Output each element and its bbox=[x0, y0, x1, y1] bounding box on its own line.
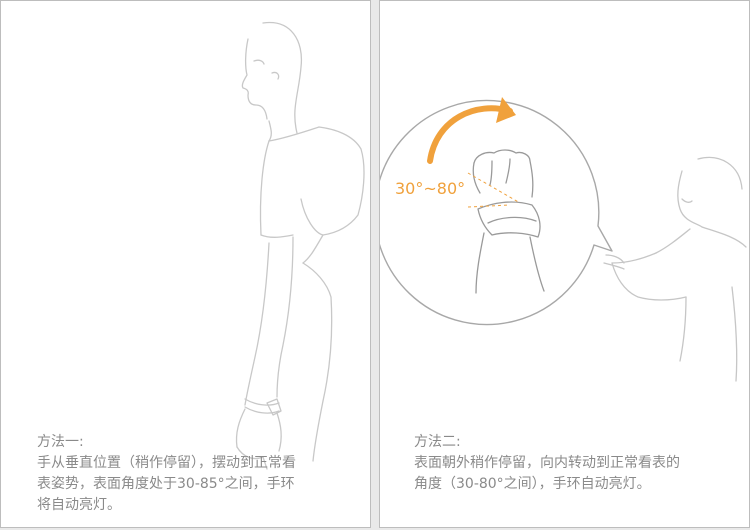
method-one-line-3: 将自动亮灯。 bbox=[37, 497, 121, 513]
angle-guides bbox=[467, 172, 521, 208]
method-one-line-1: 手从垂直位置（稍作停留），摆动到正常看 bbox=[37, 455, 296, 471]
method-two-line-2: 角度（30-80°之间），手环自动亮灯。 bbox=[414, 476, 651, 492]
method-two-title: 方法二: bbox=[414, 434, 461, 450]
method-two-panel: 30°~80° 方法二: 表面朝外稍作停留，向内转动到正常看表的 角度（30-8… bbox=[379, 0, 750, 528]
zoom-bubble bbox=[380, 99, 613, 326]
method-one-panel: 方法一: 手从垂直位置（稍作停留），摆动到正常看 表姿势，表面角度处于30-85… bbox=[0, 0, 371, 528]
method-one-caption: 方法一: 手从垂直位置（稍作停留），摆动到正常看 表姿势，表面角度处于30-85… bbox=[37, 432, 357, 516]
method-one-title: 方法一: bbox=[37, 434, 84, 450]
standing-person-illustration bbox=[235, 21, 365, 470]
person-figure bbox=[603, 156, 747, 382]
method-one-line-2: 表姿势，表面角度处于30-85°之间，手环 bbox=[37, 476, 295, 492]
hand-closeup bbox=[472, 149, 545, 294]
wrist-rotation-illustration: 30°~80° bbox=[380, 97, 747, 382]
method-two-caption: 方法二: 表面朝外稍作停留，向内转动到正常看表的 角度（30-80°之间），手环… bbox=[414, 432, 734, 495]
angle-label: 30°~80° bbox=[395, 179, 465, 198]
method-two-line-1: 表面朝外稍作停留，向内转动到正常看表的 bbox=[414, 455, 680, 471]
rotation-arrow-icon bbox=[427, 97, 516, 164]
